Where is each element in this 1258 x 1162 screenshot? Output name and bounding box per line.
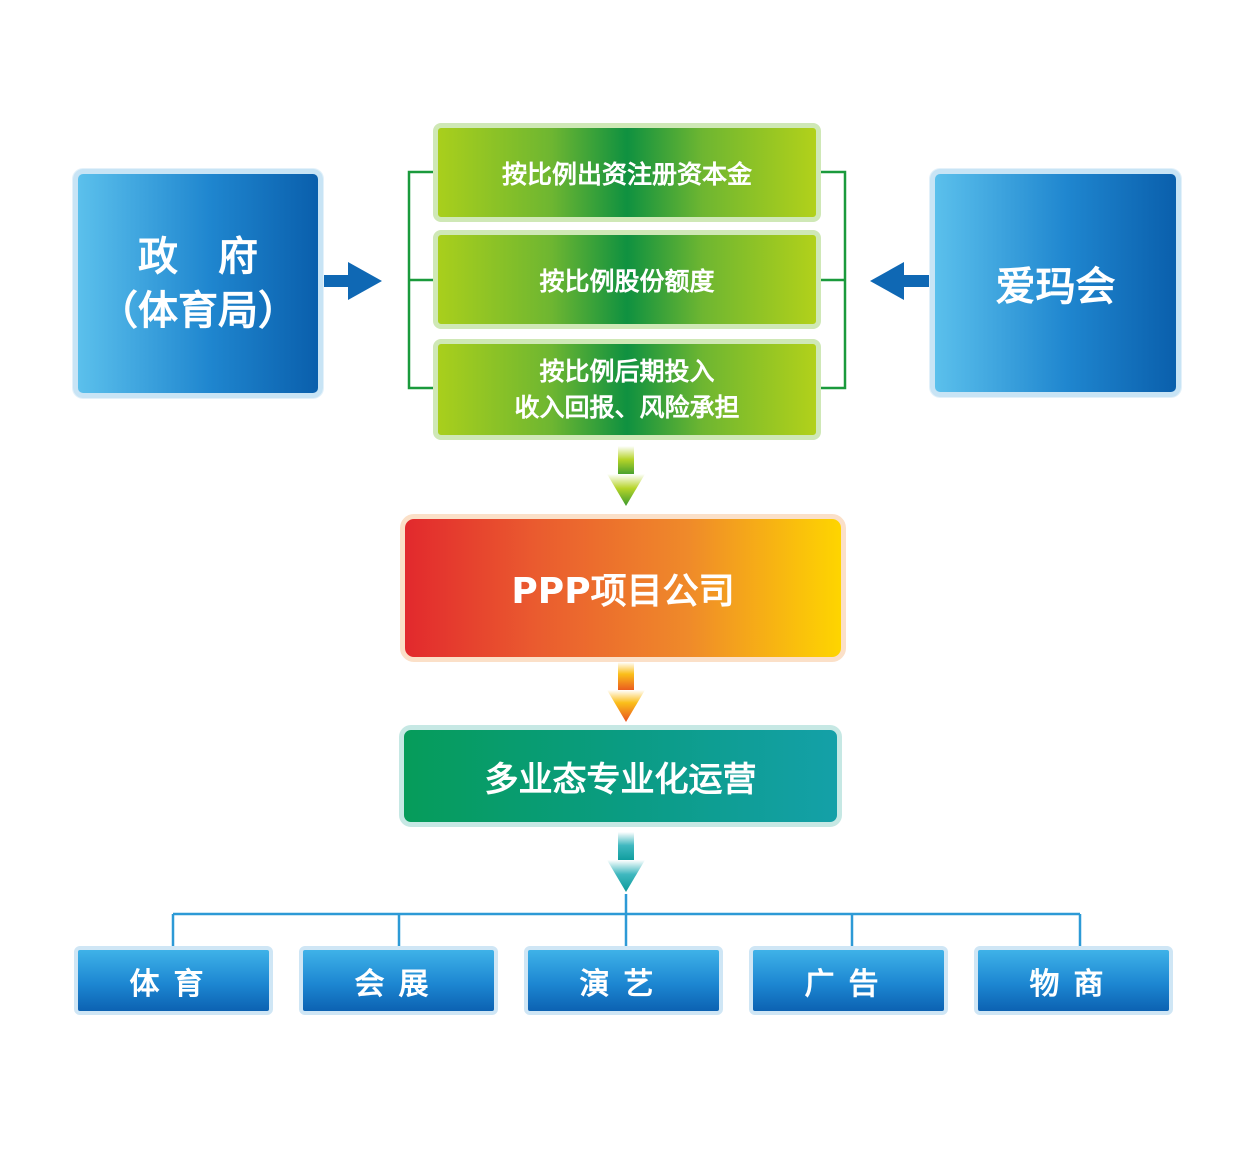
investment-return-line1: 按比例后期投入 (539, 356, 715, 386)
ppp-company-box: PPP项目公司 (400, 514, 846, 662)
capital-contribution-box: 按比例出资注册资本金 (433, 123, 821, 222)
arrow-left-icon (870, 262, 932, 300)
business-item-advertising: 广告 (749, 946, 948, 1015)
bottom-tree-lines (171, 894, 1082, 950)
ppp-company-label: PPP项目公司 (511, 571, 735, 612)
government-box: 政 府 （体育局） (73, 169, 323, 398)
investment-return-box: 按比例后期投入 收入回报、风险承担 (433, 339, 821, 440)
business-item-performance: 演艺 (524, 946, 723, 1015)
business-item-exhibition: 会展 (299, 946, 498, 1015)
operation-label: 多业态专业化运营 (484, 759, 757, 800)
share-quota-label: 按比例股份额度 (539, 266, 715, 296)
arrow-down-teal-icon (607, 832, 645, 892)
operation-box: 多业态专业化运营 (399, 725, 842, 827)
emma-box: 爱玛会 (930, 169, 1181, 397)
capital-contribution-label: 按比例出资注册资本金 (501, 159, 752, 189)
business-item-label: 会展 (354, 966, 443, 1002)
business-item-label: 广告 (804, 966, 893, 1002)
investment-return-line2: 收入回报、风险承担 (514, 392, 740, 422)
business-item-label: 演艺 (579, 966, 668, 1002)
government-sublabel: （体育局） (98, 287, 298, 334)
government-label: 政 府 (138, 233, 258, 280)
arrow-right-icon (322, 262, 382, 300)
emma-label: 爱玛会 (995, 264, 1116, 310)
arrow-down-orange-icon (607, 662, 645, 722)
share-quota-box: 按比例股份额度 (433, 230, 821, 329)
arrow-down-green-icon (607, 446, 645, 506)
business-item-label: 物商 (1029, 966, 1118, 1002)
business-item-retail: 物商 (974, 946, 1173, 1015)
business-item-label: 体育 (129, 966, 218, 1002)
business-item-sports: 体育 (74, 946, 273, 1015)
